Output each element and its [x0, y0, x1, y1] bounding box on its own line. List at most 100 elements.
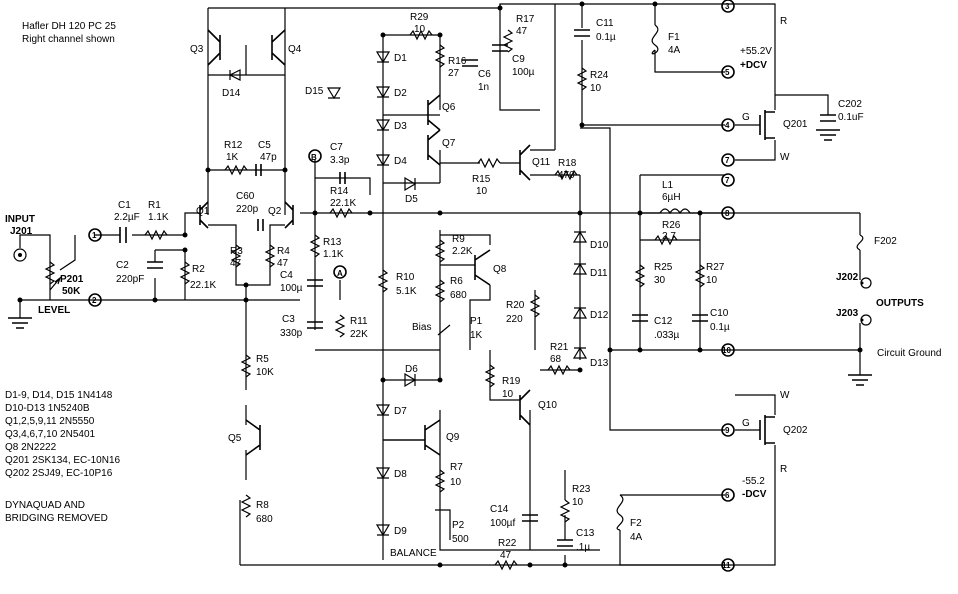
resistor-ref: R5 — [256, 354, 269, 365]
misc-symbols — [8, 1, 872, 568]
capacitor-ref: C60 — [236, 191, 255, 202]
pin-g-label: G — [742, 418, 750, 429]
transistor-label: Q5 — [228, 433, 242, 444]
other-labels: F1 4A F2 4A F202 L1 6µH P1 1K P2 500 — [452, 32, 897, 545]
resistor-ref: R8 — [256, 500, 269, 511]
remark-line: DYNAQUAD AND — [5, 500, 85, 511]
terminal-number: 10 — [722, 346, 731, 355]
resistor-ref: R27 — [706, 262, 725, 273]
transistor-label: Q201 — [783, 119, 808, 130]
capacitor-ref: C7 — [330, 142, 343, 153]
transistor-label: Q1 — [196, 206, 210, 217]
capacitor-value: 220p — [236, 204, 259, 215]
diode-label: D6 — [405, 364, 418, 375]
inductor-ref: L1 — [662, 180, 674, 191]
transistor-label: Q2 — [268, 206, 282, 217]
resistor-ref: R1 — [148, 200, 161, 211]
resistor-value: 10 — [572, 497, 584, 508]
resistor-ref: R2 — [192, 264, 205, 275]
parts-note: D10-D13 1N5240B — [5, 403, 90, 414]
j202-label: J202 — [836, 272, 859, 283]
pin-r-label: R — [780, 16, 787, 27]
resistor-value: 2.2K — [452, 246, 473, 257]
terminal-number: 7 — [725, 176, 730, 185]
resistor-ref: R15 — [472, 174, 491, 185]
resistor-value: 10 — [450, 477, 462, 488]
diode-label: D1 — [394, 53, 407, 64]
resistor-value: 1.1K — [148, 212, 169, 223]
level-pot-ref: P201 — [60, 274, 84, 285]
resistor-symbols — [44, 29, 706, 571]
pot-ref: P1 — [470, 316, 483, 327]
resistor-labels: C1 2.2µF R1 1.1K R2 22.1K R3 47 R4 47 R5… — [114, 12, 725, 561]
capacitor-ref: C12 — [654, 316, 673, 327]
capacitor-ref: C2 — [116, 260, 129, 271]
diode-label: D12 — [590, 310, 609, 321]
resistor-value: 22.1K — [330, 198, 356, 209]
diode-label: D11 — [590, 268, 608, 279]
resistor-value: 680 — [450, 290, 467, 301]
resistor-value: 47 — [500, 550, 512, 561]
diode-label: D10 — [590, 240, 609, 251]
capacitor-value: .033µ — [654, 330, 679, 341]
resistor-value: 470 — [558, 170, 575, 181]
capacitor-ref: C202 — [838, 99, 862, 110]
inductor-value: 6µH — [662, 192, 681, 203]
diode-symbols — [228, 51, 588, 537]
capacitor-ref: C6 — [478, 69, 491, 80]
resistor-ref: R4 — [277, 246, 290, 257]
resistor-ref: R20 — [506, 300, 525, 311]
resistor-ref: R19 — [502, 376, 521, 387]
capacitor-value: 1n — [478, 82, 489, 93]
resistor-value: 22.1K — [190, 280, 216, 291]
pot-ref: P2 — [452, 520, 465, 531]
node-b-label: B — [311, 153, 317, 162]
resistor-ref: R22 — [498, 538, 517, 549]
capacitor-symbols — [119, 29, 836, 547]
capacitor-ref: C11 — [596, 18, 614, 29]
transistor-label: Q7 — [442, 138, 456, 149]
resistor-ref: C1 — [118, 200, 131, 211]
transistor-label: Q8 — [493, 264, 507, 275]
level-pot-value: 50K — [62, 286, 81, 297]
capacitor-value: 220pF — [116, 274, 144, 285]
terminal-number: 11 — [722, 561, 731, 570]
transistor-label: Q6 — [442, 102, 456, 113]
capacitor-value: 330p — [280, 328, 303, 339]
resistor-ref: R3 — [230, 246, 243, 257]
schematic-title: Hafler DH 120 PC 25 — [22, 21, 116, 32]
fuse-ref: F2 — [630, 518, 642, 529]
schematic-subtitle: Right channel shown — [22, 34, 115, 45]
resistor-ref: R24 — [590, 70, 609, 81]
terminal-number: 7 — [725, 156, 730, 165]
capacitor-ref: C5 — [258, 140, 271, 151]
input-jack-label: J201 — [10, 226, 33, 237]
parts-note: Q202 2SJ49, EC-10P16 — [5, 468, 113, 479]
resistor-ref: R21 — [550, 342, 569, 353]
terminal-number: 2 — [92, 296, 97, 305]
resistor-value: 10 — [476, 186, 488, 197]
resistor-ref: R29 — [410, 12, 429, 23]
outputs-label: OUTPUTS — [876, 298, 924, 309]
resistor-value: 27 — [448, 68, 460, 79]
diode-label: D7 — [394, 406, 407, 417]
resistor-value: 10 — [502, 389, 514, 400]
terminal-number: 8 — [725, 209, 730, 218]
terminal-number: 6 — [725, 491, 730, 500]
transistor-symbols — [199, 29, 775, 456]
resistor-value: 1.1K — [323, 249, 344, 260]
resistor-ref: R10 — [396, 272, 415, 283]
pin-w-label: W — [780, 152, 790, 163]
parts-note: Q8 2N2222 — [5, 442, 57, 453]
transistor-labels: Q3 Q4 Q1 Q2 Q5 Q6 Q7 Q8 Q9 Q10 Q11 Q201 … — [190, 44, 808, 444]
fuse-ref: F202 — [874, 236, 897, 247]
resistor-value: 220 — [506, 314, 523, 325]
capacitor-value: 100µf — [490, 518, 515, 529]
capacitor-value: 47p — [260, 152, 277, 163]
resistor-value: 2.2µF — [114, 212, 140, 223]
pin-r-label: R — [780, 464, 787, 475]
diode-label: D13 — [590, 358, 609, 369]
supply-neg-voltage: -55.2 — [742, 476, 765, 487]
capacitor-value: 0.1µ — [710, 322, 730, 333]
resistor-value: 10 — [706, 275, 718, 286]
